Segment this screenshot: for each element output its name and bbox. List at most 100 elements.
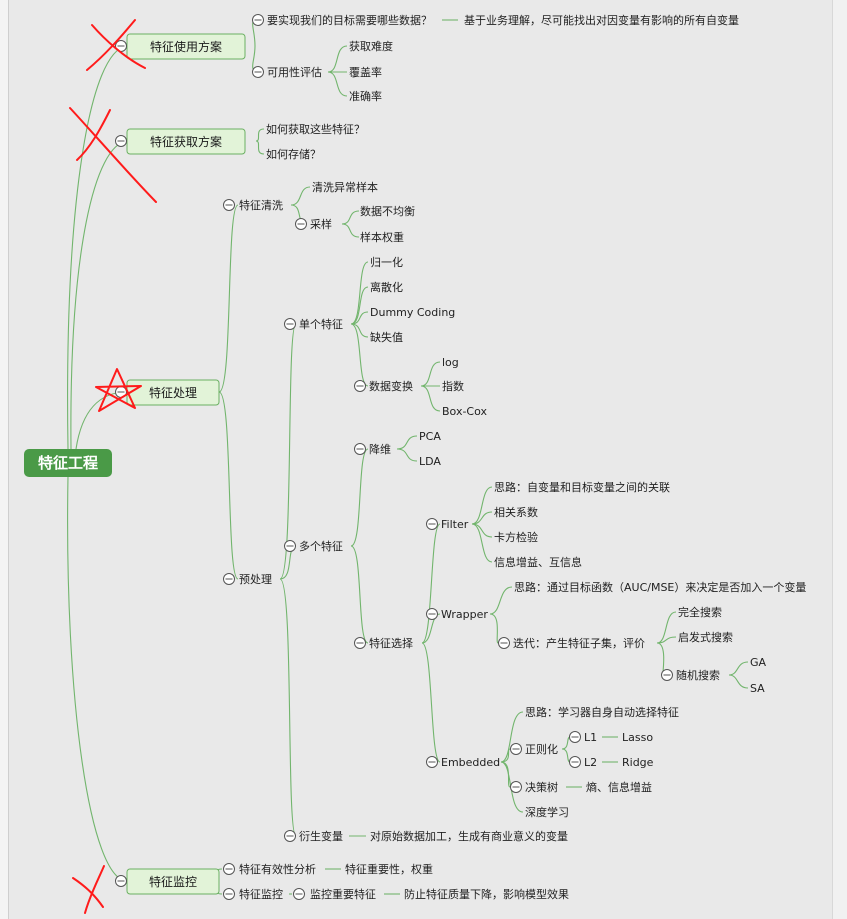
node-acquire-item[interactable]: 如何存储？ (266, 147, 321, 161)
node-sample-item[interactable]: 数据不均衡 (360, 204, 415, 218)
topic-acquire[interactable]: 特征获取方案 (126, 128, 246, 155)
node-filter-item[interactable]: 卡方检验 (494, 530, 538, 544)
node-random[interactable]: 随机搜索 (676, 668, 720, 682)
collapse-icon[interactable] (498, 637, 510, 649)
collapse-icon[interactable] (252, 66, 264, 78)
collapse-icon[interactable] (569, 731, 581, 743)
topic-process[interactable]: 特征处理 (126, 379, 220, 406)
collapse-icon[interactable] (223, 573, 235, 585)
collapse-icon[interactable] (426, 608, 438, 620)
collapse-icon[interactable] (661, 669, 673, 681)
node-wrapper-iter-item[interactable]: 完全搜索 (678, 605, 722, 619)
collapse-icon[interactable] (223, 199, 235, 211)
node-transform[interactable]: 数据变换 (369, 379, 413, 393)
node-acquire-item[interactable]: 如何获取这些特征？ (266, 122, 365, 136)
right-scrollbar[interactable] (832, 0, 847, 919)
collapse-icon[interactable] (295, 218, 307, 230)
node-tree-note[interactable]: 熵、信息增益 (586, 780, 652, 794)
topic-process-label: 特征处理 (149, 385, 197, 400)
node-wrapper-idea[interactable]: 思路：通过目标函数（AUC/MSE）来决定是否加入一个变量 (514, 580, 806, 594)
node-tree[interactable]: 决策树 (525, 780, 558, 794)
collapse-icon[interactable] (354, 637, 366, 649)
node-filter[interactable]: Filter (441, 518, 469, 531)
node-deep[interactable]: 深度学习 (525, 805, 569, 819)
node-usage-eval-item[interactable]: 准确率 (349, 89, 382, 103)
node-clean-item[interactable]: 清洗异常样本 (312, 180, 378, 194)
node-embedded-idea[interactable]: 思路：学习器自身自动选择特征 (525, 705, 679, 719)
topic-usage-label: 特征使用方案 (150, 39, 222, 54)
collapse-icon[interactable] (284, 830, 296, 842)
node-multi[interactable]: 多个特征 (299, 539, 343, 553)
collapse-icon[interactable] (510, 781, 522, 793)
node-single-item[interactable]: 归一化 (370, 255, 403, 269)
node-reduce[interactable]: 降维 (369, 442, 391, 456)
cross-mark-icon (69, 107, 157, 203)
collapse-icon[interactable] (284, 540, 296, 552)
collapse-icon[interactable] (354, 443, 366, 455)
node-select[interactable]: 特征选择 (369, 636, 413, 650)
topic-monitor-label: 特征监控 (149, 874, 197, 889)
collapse-icon[interactable] (284, 318, 296, 330)
node-monitor-watch-note[interactable]: 防止特征质量下降，影响模型效果 (404, 887, 569, 901)
node-monitor-analysis[interactable]: 特征有效性分析 (239, 862, 316, 876)
node-usage-eval-item[interactable]: 获取难度 (349, 39, 393, 53)
collapse-icon[interactable] (426, 518, 438, 530)
collapse-icon[interactable] (252, 14, 264, 26)
node-random-item[interactable]: SA (750, 682, 765, 695)
node-reg[interactable]: 正则化 (525, 742, 558, 756)
node-sample[interactable]: 采样 (310, 217, 332, 231)
node-single-item[interactable]: 缺失值 (370, 330, 403, 344)
node-wrapper-iter-item[interactable]: 启发式搜索 (678, 630, 733, 644)
cross-mark-icon (86, 19, 146, 71)
collapse-icon[interactable] (223, 863, 235, 875)
star-mark-icon (95, 368, 142, 412)
node-usage-q1[interactable]: 要实现我们的目标需要哪些数据？ (267, 13, 432, 27)
topic-monitor[interactable]: 特征监控 (126, 868, 220, 895)
node-filter-item[interactable]: 相关系数 (494, 505, 538, 519)
node-reduce-item[interactable]: LDA (419, 455, 441, 468)
node-derive-note[interactable]: 对原始数据加工，生成有商业意义的变量 (370, 829, 568, 843)
collapse-icon[interactable] (569, 756, 581, 768)
node-reg-l1[interactable]: L1 (584, 731, 597, 744)
node-clean[interactable]: 特征清洗 (239, 198, 283, 212)
collapse-icon[interactable] (354, 380, 366, 392)
collapse-icon[interactable] (115, 135, 127, 147)
node-reduce-item[interactable]: PCA (419, 430, 441, 443)
collapse-icon[interactable] (115, 40, 127, 52)
node-filter-item[interactable]: 思路：自变量和目标变量之间的关联 (494, 480, 670, 494)
node-derive[interactable]: 衍生变量 (299, 829, 343, 843)
node-transform-item[interactable]: log (442, 356, 459, 369)
collapse-icon[interactable] (510, 743, 522, 755)
node-usage-eval-item[interactable]: 覆盖率 (349, 65, 382, 79)
node-pre[interactable]: 预处理 (239, 573, 272, 586)
topic-usage[interactable]: 特征使用方案 (126, 33, 246, 60)
node-filter-item[interactable]: 信息增益、互信息 (494, 555, 582, 569)
node-monitor-analysis-note[interactable]: 特征重要性，权重 (345, 862, 433, 876)
left-scrollbar[interactable] (0, 0, 9, 919)
node-single[interactable]: 单个特征 (299, 317, 343, 331)
root-node[interactable]: 特征工程 (24, 449, 112, 477)
collapse-icon[interactable] (115, 875, 127, 887)
node-single-item[interactable]: 离散化 (370, 280, 403, 294)
node-reg-l2[interactable]: L2 (584, 756, 597, 769)
collapse-icon[interactable] (426, 756, 438, 768)
collapse-icon[interactable] (223, 888, 235, 900)
node-monitor-watch[interactable]: 特征监控 (239, 887, 283, 901)
node-monitor-watch-item[interactable]: 监控重要特征 (310, 887, 376, 901)
node-transform-item[interactable]: Box-Cox (442, 405, 487, 418)
root-label: 特征工程 (38, 454, 98, 472)
node-sample-item[interactable]: 样本权重 (360, 230, 404, 244)
node-random-item[interactable]: GA (750, 656, 767, 669)
node-single-item[interactable]: Dummy Coding (370, 306, 455, 319)
node-wrapper-iter[interactable]: 迭代：产生特征子集，评价 (513, 636, 645, 650)
node-embedded[interactable]: Embedded (441, 756, 500, 769)
topic-acquire-label: 特征获取方案 (150, 134, 222, 149)
node-reg-l2-note[interactable]: Ridge (622, 756, 654, 769)
node-wrapper[interactable]: Wrapper (441, 608, 488, 621)
node-usage-eval[interactable]: 可用性评估 (267, 65, 322, 79)
node-transform-item[interactable]: 指数 (442, 379, 464, 393)
collapse-icon[interactable] (293, 888, 305, 900)
node-usage-q1-note[interactable]: 基于业务理解，尽可能找出对因变量有影响的所有自变量 (464, 13, 739, 27)
node-reg-l1-note[interactable]: Lasso (622, 731, 653, 744)
